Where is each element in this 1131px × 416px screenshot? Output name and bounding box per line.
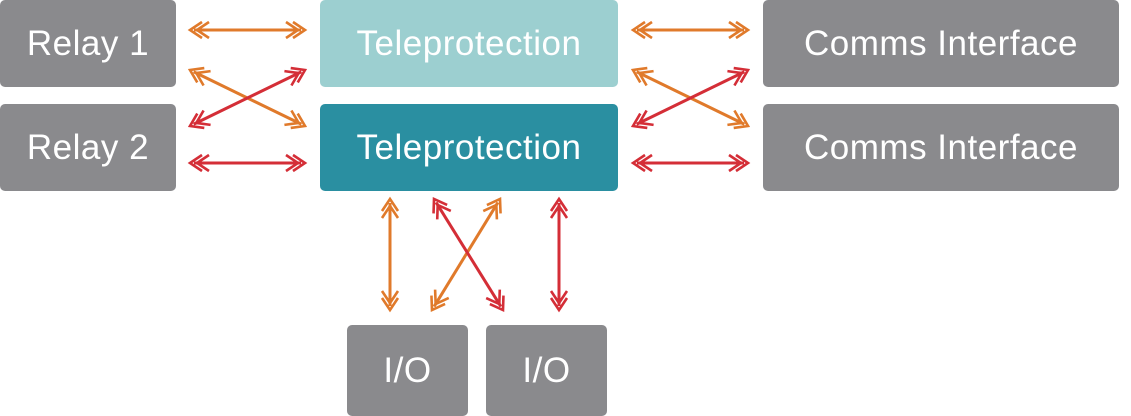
arrow-relay-2-to-teleprotection-2 (187, 153, 308, 173)
teleprotection-primary-box: Teleprotection (320, 104, 618, 191)
comms-interface-2-box: Comms Interface (763, 104, 1119, 191)
arrow-relay-2-to-teleprotection-1 (187, 66, 308, 130)
arrow-teleprotection-1-to-comms-interface-1 (630, 20, 751, 40)
arrow-teleprotection-1-to-io-2 (430, 197, 502, 312)
arrow-teleprotection-2-to-io-2 (549, 196, 569, 313)
arrow-teleprotection-1-to-io-1 (380, 196, 400, 313)
relay-1-box: Relay 1 (0, 0, 176, 87)
arrow-teleprotection-2-to-comms-interface-2 (630, 153, 751, 173)
arrow-relay-1-to-teleprotection-1 (187, 20, 308, 40)
io-2-box: I/O (486, 325, 607, 416)
io-1-box: I/O (347, 325, 468, 416)
comms-interface-1-box: Comms Interface (763, 0, 1119, 87)
relay-2-box: Relay 2 (0, 104, 176, 191)
arrow-teleprotection-2-to-comms-interface-1 (630, 66, 751, 130)
teleprotection-secondary-box: Teleprotection (320, 0, 618, 87)
arrow-teleprotection-2-to-io-1 (432, 197, 505, 312)
